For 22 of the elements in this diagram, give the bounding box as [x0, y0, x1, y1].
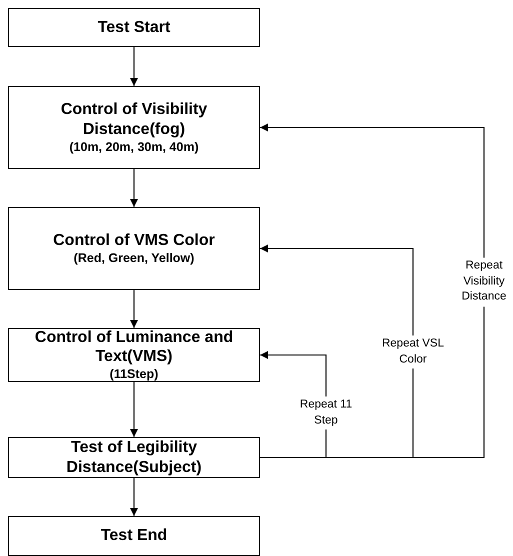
arrow	[130, 290, 138, 328]
step-title: Control of Visibility Distance(fog)	[60, 100, 208, 139]
step-title: Test Start	[98, 18, 170, 38]
process-box	[8, 207, 260, 290]
process-box	[8, 86, 260, 169]
arrow	[260, 124, 485, 458]
arrow	[130, 382, 138, 437]
process-box	[8, 328, 260, 382]
arrow	[130, 169, 138, 207]
process-box	[8, 437, 260, 478]
process-box	[8, 8, 260, 47]
step-title: Test End	[100, 526, 168, 546]
process-box	[8, 516, 260, 556]
step-title: Control of VMS Color	[53, 230, 215, 250]
step-detail: (Red, Green, Yellow)	[74, 251, 194, 266]
step-title: Control of Luminance and Text(VMS)	[34, 328, 234, 366]
arrow	[130, 478, 138, 516]
arrow	[130, 47, 138, 86]
step-detail: (11Step)	[110, 367, 158, 382]
arrow	[260, 244, 414, 458]
step-title: Test of Legibility Distance(Subject)	[65, 438, 203, 477]
step-detail: (10m, 20m, 30m, 40m)	[69, 140, 199, 155]
